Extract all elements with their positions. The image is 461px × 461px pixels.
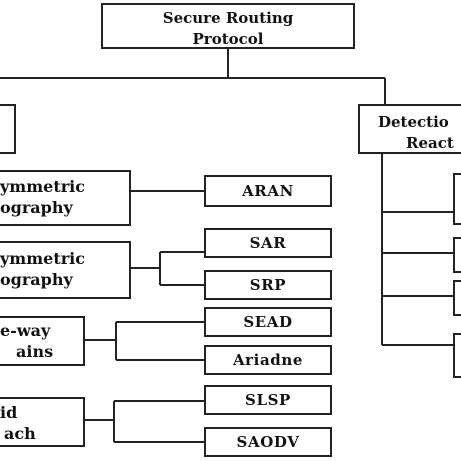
root-title-line2: Protocol (192, 30, 264, 48)
leaf-aran: ARAN (204, 175, 332, 207)
group-3-line1: e-way (0, 321, 51, 340)
right-category-line2: React (406, 134, 454, 152)
group-box-3: e-way ains (0, 316, 85, 366)
group-3-line2: ains (16, 342, 54, 361)
leaf-slsp: SLSP (204, 385, 332, 415)
leaf-sead: SEAD (204, 307, 332, 337)
right-category-box: Detectio React (358, 104, 461, 154)
root-title-line1: Secure Routing (162, 9, 294, 27)
right-child-box-4 (453, 333, 461, 378)
group-2-line1: ymmetric (0, 249, 85, 268)
right-child-box-1 (453, 173, 461, 225)
leaf-srp: SRP (204, 270, 332, 300)
left-category-box (0, 104, 16, 154)
leaf-ariadne: Ariadne (204, 345, 332, 375)
right-child-box-2 (453, 237, 461, 273)
group-box-2: ymmetric ography (0, 241, 131, 299)
group-2-line2: ography (0, 270, 73, 289)
right-child-box-3 (453, 280, 461, 316)
group-1-line2: ography (0, 198, 73, 217)
group-4-line1: id (0, 403, 18, 422)
leaf-sar: SAR (204, 228, 332, 258)
right-category-line1: Detectio (378, 113, 449, 131)
group-4-line2: ach (4, 424, 36, 443)
root-box: Secure Routing Protocol (101, 3, 355, 49)
group-box-1: ymmetric ography (0, 170, 131, 226)
group-1-line1: ymmetric (0, 177, 85, 196)
leaf-saodv: SAODV (204, 427, 332, 457)
group-box-4: id ach (0, 397, 85, 447)
